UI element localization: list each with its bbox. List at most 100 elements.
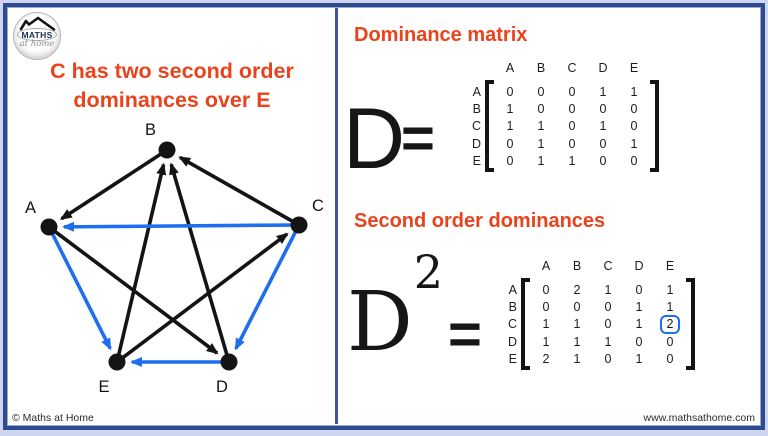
matrix-value: 1 [537, 119, 545, 134]
matrix-cell: 1 [498, 100, 522, 117]
matrix-cell: 0 [622, 118, 646, 135]
matrix-col-header: D [598, 61, 608, 75]
d-squared-base: D [347, 275, 413, 370]
matrix-col-header: A [505, 61, 515, 75]
matrix-col-header: B [536, 61, 546, 75]
matrix-cell: 0 [534, 298, 558, 315]
matrix-value: 0 [635, 282, 643, 297]
matrix-value: 0 [573, 299, 581, 314]
matrix-row-label: B [472, 101, 481, 116]
section-title-second-order: Second order dominances [354, 210, 606, 232]
matrix-value: 0 [568, 119, 576, 134]
matrix-cell: 0 [596, 350, 620, 367]
matrix-cell: 0 [591, 100, 615, 117]
caption-line-1: C has two second order [50, 59, 294, 83]
matrix-cell: 1 [560, 152, 584, 169]
matrix-value: 1 [568, 153, 576, 168]
matrix-value: 0 [568, 84, 576, 99]
logo-title: MATHS [17, 28, 57, 41]
matrix-cell: 1 [627, 316, 651, 333]
d-squared-exponent: 2 [413, 244, 444, 299]
matrix-value: 0 [542, 282, 550, 297]
matrix-value: 1 [635, 351, 643, 366]
matrix-cell: 0 [658, 350, 682, 367]
matrix-cell: 1 [534, 316, 558, 333]
matrix-value: 1 [604, 282, 612, 297]
matrix-cell: 0 [591, 152, 615, 169]
matrix-cell: 1 [627, 298, 651, 315]
matrix-col-header: C [567, 61, 577, 75]
matrix-symbol-d: D [343, 91, 406, 187]
matrix-cell: 0 [560, 135, 584, 152]
matrix-value: 1 [630, 84, 638, 99]
matrix-cell: 0 [560, 83, 584, 100]
matrix-cell: 0 [534, 281, 558, 298]
matrix-cell: 2 [565, 281, 589, 298]
matrix-value: 0 [630, 101, 638, 116]
matrix-cell: 1 [498, 118, 522, 135]
matrix-col-header: D [634, 259, 644, 273]
matrix-cell: 0 [560, 100, 584, 117]
matrix-value: 0 [568, 101, 576, 116]
matrix-value: 0 [506, 136, 514, 151]
matrix-value: 0 [630, 119, 638, 134]
matrix-value: 1 [506, 101, 514, 116]
matrix-row-label: D [507, 334, 517, 349]
matrix-row-label: C [507, 317, 517, 332]
matrix-cell: 2 [658, 314, 682, 334]
matrix-value: 0 [599, 153, 607, 168]
matrix-value: 1 [666, 299, 674, 314]
matrix-cell: 1 [658, 298, 682, 315]
matrix-cell: 1 [596, 281, 620, 298]
equals-sign-1: = [401, 106, 435, 171]
caption-line-2: dominances over E [73, 88, 271, 112]
matrix-cell: 0 [498, 83, 522, 100]
matrix-value: 1 [542, 317, 550, 332]
copyright: © Maths at Home [12, 412, 94, 424]
matrix-cell: 0 [498, 135, 522, 152]
matrix-value: 2 [542, 351, 550, 366]
matrix-value: 1 [537, 153, 545, 168]
matrix-col-headers: A B C D E [498, 60, 659, 76]
matrix-value: 1 [599, 119, 607, 134]
matrix-cell: 1 [591, 118, 615, 135]
matrix-cell: 1 [622, 83, 646, 100]
matrix-row-label: E [508, 351, 517, 366]
matrix-value: 1 [630, 136, 638, 151]
matrix-cell: 1 [529, 152, 553, 169]
matrix-col-header: A [541, 259, 551, 273]
matrix-row-label: B [508, 299, 517, 314]
matrix-cell: 1 [529, 135, 553, 152]
matrix-cell: 1 [565, 316, 589, 333]
matrix-value: 0 [599, 101, 607, 116]
matrix-value: 0 [604, 317, 612, 332]
matrix-value: 1 [573, 351, 581, 366]
matrix-value: 0 [506, 153, 514, 168]
matrix-value: 1 [635, 317, 643, 332]
matrix-row-label: E [472, 153, 481, 168]
matrix-value: 1 [635, 299, 643, 314]
matrix-value: 0 [542, 299, 550, 314]
matrix-value: 1 [666, 282, 674, 297]
left-bracket [521, 278, 530, 371]
matrix-cell: 1 [622, 135, 646, 152]
matrix-value: 0 [537, 84, 545, 99]
matrix-value: 1 [537, 136, 545, 151]
matrix-cell: 0 [627, 333, 651, 350]
matrix-row-label: A [508, 282, 517, 297]
logo-roof-icon [19, 16, 56, 31]
matrix-cell: 0 [596, 316, 620, 333]
matrix-value: 0 [506, 84, 514, 99]
matrix-cell: 0 [560, 118, 584, 135]
matrix-cell: 0 [591, 135, 615, 152]
matrix-col-header: E [629, 61, 639, 75]
matrix-symbol-d-squared: D2 [347, 249, 443, 364]
